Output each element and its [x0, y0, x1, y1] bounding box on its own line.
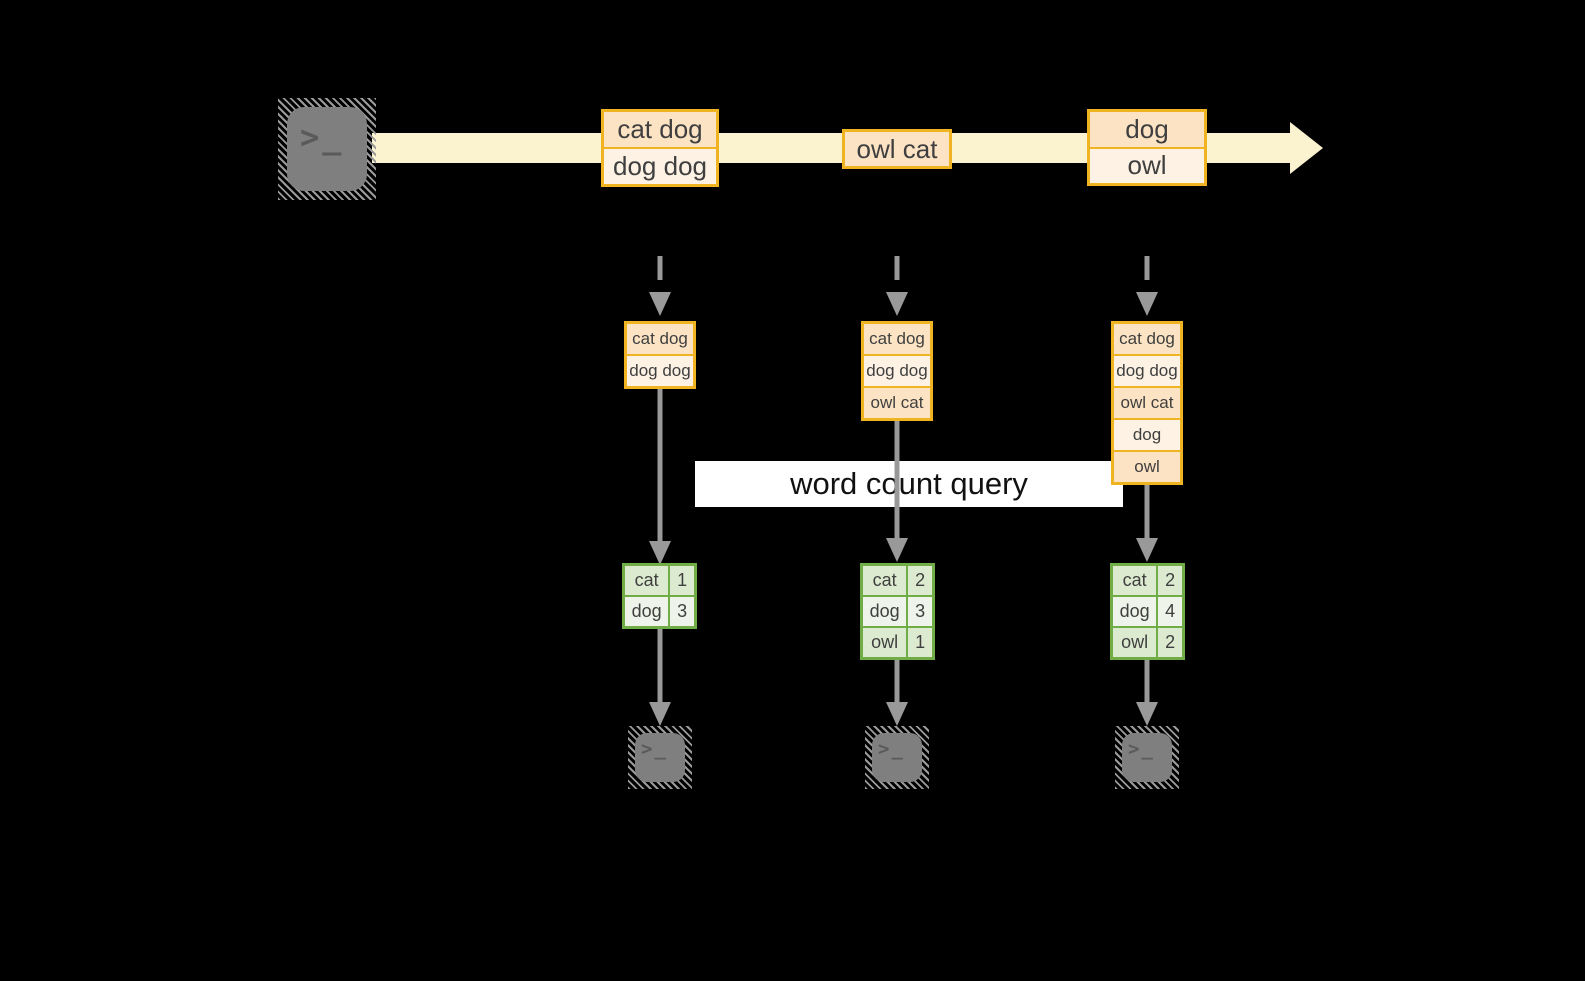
count-value: 1 [670, 566, 694, 595]
count-row: dog 3 [625, 597, 694, 626]
query-label: word count query [695, 461, 1123, 507]
arrow-down-icon [649, 629, 671, 726]
count-row: dog 4 [1113, 597, 1182, 626]
state-line: cat dog [627, 324, 693, 354]
state-line: owl [1114, 452, 1180, 482]
message-line: owl [1090, 148, 1204, 183]
dashed-arrow-down-icon [1136, 256, 1158, 316]
terminal-prompt-glyph: >_ [1128, 738, 1155, 760]
count-value: 2 [1158, 628, 1182, 657]
count-row: cat 1 [625, 566, 694, 595]
count-row: owl 2 [1113, 628, 1182, 657]
arrow-down-icon [649, 389, 671, 565]
count-row: dog 3 [863, 597, 932, 626]
count-word: cat [863, 566, 907, 595]
arrow-down-icon [886, 421, 908, 562]
state-line: cat dog [864, 324, 930, 354]
message-line: dog [1090, 112, 1204, 147]
state-box-3: cat dog dog dog owl cat dog owl [1111, 321, 1183, 485]
terminal-prompt-glyph: >_ [641, 738, 668, 760]
terminal-screen [872, 733, 922, 782]
source-terminal-icon: >_ [278, 98, 376, 200]
count-word: dog [1113, 597, 1157, 626]
count-word: owl [1113, 628, 1157, 657]
count-value: 4 [1158, 597, 1182, 626]
terminal-screen [287, 107, 367, 191]
sink-terminal-icon: >_ [628, 726, 692, 789]
count-value: 2 [908, 566, 932, 595]
arrow-down-icon [1136, 485, 1158, 562]
dashed-arrow-down-icon [886, 256, 908, 316]
count-row: owl 1 [863, 628, 932, 657]
terminal-screen [635, 733, 685, 782]
state-box-2: cat dog dog dog owl cat [861, 321, 933, 421]
arrow-down-icon [886, 660, 908, 726]
state-line: owl cat [864, 388, 930, 418]
message-line: dog dog [604, 149, 716, 184]
sink-terminal-icon: >_ [865, 726, 929, 789]
state-line: dog [1114, 420, 1180, 450]
state-line: cat dog [1114, 324, 1180, 354]
state-line: dog dog [627, 356, 693, 386]
count-table-2: cat 2 dog 3 owl 1 [860, 563, 935, 660]
terminal-screen [1122, 733, 1172, 782]
stream-arrowhead-icon [1290, 122, 1323, 174]
count-word: cat [1113, 566, 1157, 595]
message-line: owl cat [845, 132, 949, 166]
message-line: cat dog [604, 112, 716, 147]
dashed-arrow-down-icon [649, 256, 671, 316]
sink-terminal-icon: >_ [1115, 726, 1179, 789]
count-word: dog [863, 597, 907, 626]
count-table-3: cat 2 dog 4 owl 2 [1110, 563, 1185, 660]
count-row: cat 2 [863, 566, 932, 595]
stream-message-3: dog owl [1087, 109, 1207, 186]
count-value: 3 [670, 597, 694, 626]
state-line: dog dog [1114, 356, 1180, 386]
count-word: owl [863, 628, 907, 657]
terminal-prompt-glyph: >_ [878, 738, 905, 760]
stream-message-1: cat dog dog dog [601, 109, 719, 187]
count-table-1: cat 1 dog 3 [622, 563, 697, 629]
state-line: dog dog [864, 356, 930, 386]
arrow-down-icon [1136, 660, 1158, 726]
count-row: cat 2 [1113, 566, 1182, 595]
state-box-1: cat dog dog dog [624, 321, 696, 389]
count-value: 1 [908, 628, 932, 657]
count-word: cat [625, 566, 669, 595]
count-value: 2 [1158, 566, 1182, 595]
terminal-prompt-glyph: >_ [300, 118, 345, 156]
state-line: owl cat [1114, 388, 1180, 418]
stream-message-2: owl cat [842, 129, 952, 169]
count-value: 3 [908, 597, 932, 626]
count-word: dog [625, 597, 669, 626]
